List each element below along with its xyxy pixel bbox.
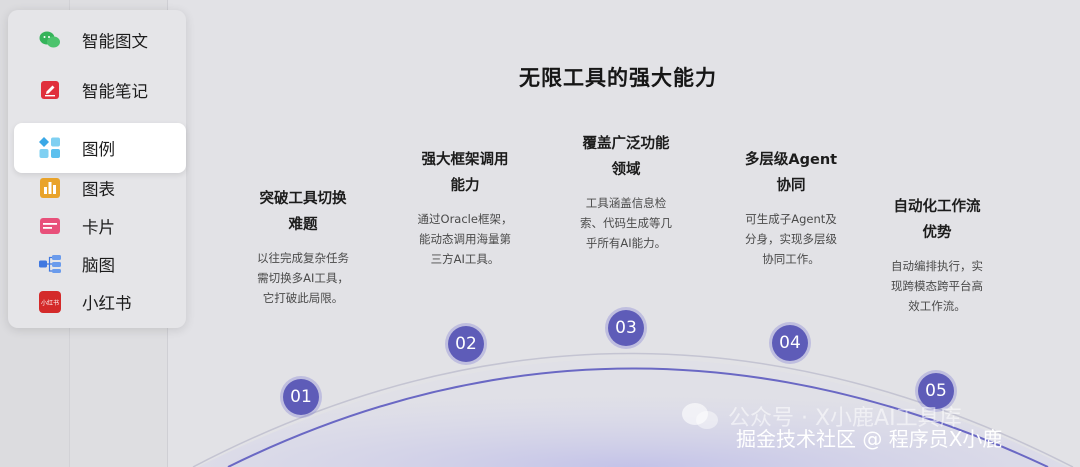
menu-item-smart-note[interactable]: 智能笔记 [8, 68, 186, 112]
slide-canvas: 无限工具的强大能力 突破工具切换 难题 以往完成复杂任务 需切换多AI工具， 它… [168, 0, 1080, 467]
step-node-01: 01 [283, 379, 319, 415]
feature-desc-line: 可生成子Agent及 [745, 212, 837, 226]
feature-desc-line: 需切换多AI工具， [257, 271, 349, 285]
menu-item-chart[interactable]: 图表 [8, 166, 186, 210]
feature-desc-line: 工具涵盖信息检 [585, 196, 667, 210]
step-node-04: 04 [772, 325, 808, 361]
step-node-02: 02 [448, 326, 484, 362]
feature-desc-line: 以往完成复杂任务 [257, 251, 349, 265]
feature-title-line: 自动化工作流 [893, 199, 981, 215]
feature-desc: 自动编排执行，实 现跨模态跨平台高 效工作流。 [864, 256, 1010, 316]
feature-desc-line: 乎所有AI能力。 [585, 236, 667, 250]
watermark-wechat: 公众号 · X小鹿AI工具库 [680, 400, 962, 432]
feature-desc: 通过Oracle框架， 能动态调用海量第 三方AI工具。 [392, 209, 538, 269]
feature-desc-line: 自动编排执行，实 [891, 259, 983, 273]
feature-desc-line: 能动态调用海量第 [419, 232, 511, 246]
note-edit-icon [38, 78, 62, 102]
feature-desc-line: 三方AI工具。 [430, 252, 500, 266]
feature-desc-line: 协同工作。 [762, 252, 820, 266]
wechat-watermark-icon [682, 403, 718, 429]
feature-desc-line: 索、代码生成等几 [580, 216, 672, 230]
mindmap-icon [38, 252, 62, 276]
feature-desc-line: 现跨模态跨平台高 [891, 279, 983, 293]
feature-title-line: 多层级Agent [744, 152, 838, 168]
feature-title-line: 强大框架调用 [421, 152, 509, 168]
feature-02: 强大框架调用 能力 通过Oracle框架， 能动态调用海量第 三方AI工具。 [392, 147, 538, 269]
feature-title-line: 领域 [611, 162, 641, 178]
feature-03: 覆盖广泛功能 领域 工具涵盖信息检 索、代码生成等几 乎所有AI能力。 [553, 131, 699, 253]
feature-title-line: 突破工具切换 [259, 191, 347, 207]
menu-item-legend[interactable]: 图例 [14, 123, 186, 173]
watermark-line2: 掘金技术社区 @ 程序员X小鹿 [736, 427, 1003, 451]
feature-desc-line: 分身，实现多层级 [745, 232, 837, 246]
feature-title-line: 优势 [922, 225, 952, 241]
arc-outer-line [192, 352, 1074, 467]
menu-item-label: 卡片 [82, 218, 115, 237]
feature-title-line: 协同 [776, 178, 806, 194]
step-node-03: 03 [608, 310, 644, 346]
feature-01: 突破工具切换 难题 以往完成复杂任务 需切换多AI工具， 它打破此局限。 [230, 186, 376, 308]
feature-desc-line: 通过Oracle框架， [417, 212, 513, 226]
bar-chart-icon [38, 176, 62, 200]
menu-item-card[interactable]: 卡片 [8, 204, 186, 248]
menu-item-label: 图例 [82, 140, 115, 159]
legend-grid-icon [38, 136, 62, 160]
feature-desc: 以往完成复杂任务 需切换多AI工具， 它打破此局限。 [230, 248, 376, 308]
slide-title: 无限工具的强大能力 [519, 66, 717, 90]
arc-glow [198, 358, 1068, 467]
feature-05: 自动化工作流 优势 自动编排执行，实 现跨模态跨平台高 效工作流。 [864, 194, 1010, 316]
xiaohongshu-icon: 小红书 [38, 290, 62, 314]
xiaohongshu-icon-text: 小红书 [41, 299, 59, 307]
menu-item-label: 图表 [82, 180, 115, 199]
feature-title-line: 难题 [288, 217, 318, 233]
wechat-icon [38, 28, 62, 52]
menu-item-xiaohongshu[interactable]: 小红书 小红书 [8, 280, 186, 324]
feature-title-line: 覆盖广泛功能 [582, 136, 670, 152]
timeline-arc [192, 352, 1074, 467]
step-node-05: 05 [918, 373, 954, 409]
menu-item-label: 智能图文 [82, 32, 148, 51]
feature-04: 多层级Agent 协同 可生成子Agent及 分身，实现多层级 协同工作。 [718, 147, 864, 269]
feature-desc: 工具涵盖信息检 索、代码生成等几 乎所有AI能力。 [553, 193, 699, 253]
menu-item-label: 小红书 [82, 294, 132, 313]
feature-title-line: 能力 [450, 178, 480, 194]
feature-desc: 可生成子Agent及 分身，实现多层级 协同工作。 [718, 209, 864, 269]
insert-menu: 智能图文 智能笔记 图例 [8, 10, 186, 328]
feature-desc-line: 效工作流。 [908, 299, 966, 313]
menu-item-label: 脑图 [82, 256, 115, 275]
feature-desc-line: 它打破此局限。 [262, 291, 344, 305]
watermark-line1: 公众号 · X小鹿AI工具库 [728, 406, 962, 431]
card-icon [38, 214, 62, 238]
menu-item-mindmap[interactable]: 脑图 [8, 242, 186, 286]
menu-item-smart-article[interactable]: 智能图文 [8, 18, 186, 62]
menu-item-label: 智能笔记 [82, 82, 148, 101]
arc-inner-line [227, 367, 1049, 467]
